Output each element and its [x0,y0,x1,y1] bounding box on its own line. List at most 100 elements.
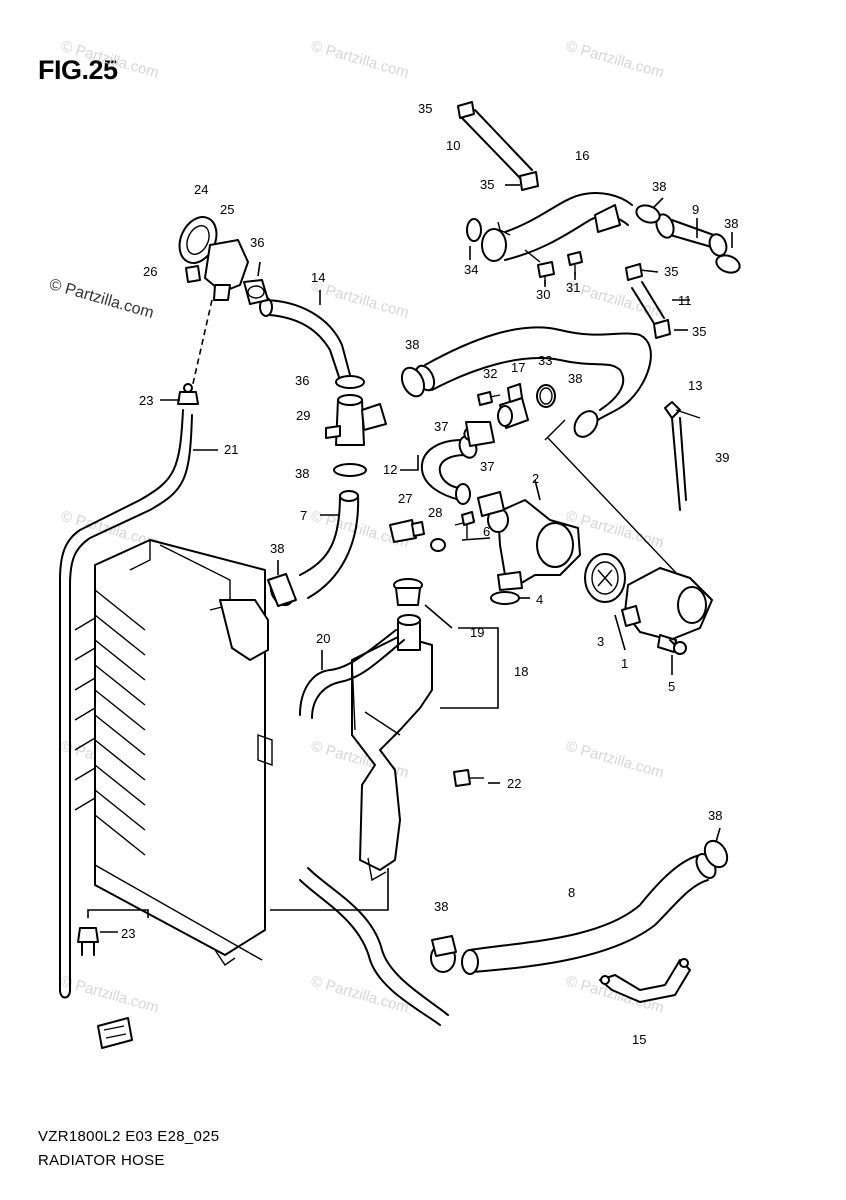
callout-9: 9 [692,202,699,217]
pipe-16 [481,192,633,263]
clip-35-lower [653,319,671,339]
hose-12 [420,439,463,501]
callout-27: 27 [398,491,412,506]
callout-26: 26 [143,264,157,279]
hose-9 [635,204,741,274]
callout-4: 4 [536,592,543,607]
callout-14: 14 [311,270,325,285]
clamp-36 [243,279,269,305]
callout-8: 8 [568,885,575,900]
callout-15: 15 [632,1032,646,1047]
overflow-hose [299,879,441,1026]
callout-38-joint: 38 [295,466,309,481]
callout-5: 5 [668,679,675,694]
hose-14 [261,299,351,376]
watermark: © Partzilla.com [564,38,666,82]
callout-12: 12 [383,462,397,477]
hose-11 [631,287,656,326]
model-code: VZR1800L2 E03 E28_025 [38,1128,220,1145]
fitting-17 [497,383,529,429]
callout-32: 32 [483,366,497,381]
callout-11: 11 [678,293,692,308]
leader-lines [87,184,733,933]
callout-39: 39 [715,450,729,465]
filler-neck-25 [185,239,249,301]
callout-24: 24 [194,182,208,197]
callout-38-hose9-right: 38 [724,216,738,231]
watermark: © Partzilla.com [59,973,161,1017]
thermostat-cover-1 [621,567,713,641]
figure-title: FIG.25 [38,55,118,85]
callout-13: 13 [688,378,702,393]
radiator-fins [74,589,146,856]
callout-35-mid: 35 [480,177,494,192]
callout-28: 28 [428,505,442,520]
callout-1: 1 [621,656,628,671]
callout-3: 3 [597,634,604,649]
clip-35-mid [519,171,539,191]
hose-7 [299,494,341,576]
callout-33: 33 [538,353,552,368]
bracket-15 [599,958,691,1003]
callout-labels: 1 2 3 4 5 6 7 8 9 10 11 12 13 14 15 16 1… [121,101,738,1047]
callout-35-lower: 35 [692,324,706,339]
o-ring-34 [466,218,482,242]
callout-38-radiator: 38 [270,541,284,556]
callout-37-mid: 37 [480,459,494,474]
thermostat-3 [584,553,626,603]
bolt-30 [537,261,555,285]
callout-38-right: 38 [568,371,582,386]
bolt-22 [453,769,484,787]
callout-36-top: 36 [250,235,264,250]
hose-20 [299,629,397,716]
bolt-32 [477,391,501,406]
callout-6: 6 [483,524,490,539]
callout-38-hose9-left: 38 [652,179,666,194]
callout-30: 30 [536,287,550,302]
callout-31: 31 [566,280,580,295]
reservoir-cap-19 [393,578,423,606]
hose-10 [461,117,521,179]
callout-38-hose8-right: 38 [708,808,722,823]
callout-35-top: 35 [418,101,432,116]
callout-22: 22 [507,776,521,791]
sensor-27 [389,519,425,543]
cable-tie-39 [664,401,701,511]
thermostat-case-2 [454,491,581,591]
watermark: © Partzilla.com [59,38,161,82]
callout-29: 29 [296,408,310,423]
callout-34: 34 [464,262,478,277]
callout-10: 10 [446,138,460,153]
clip-35-top [457,101,475,119]
callout-2: 2 [532,471,539,486]
callout-25: 25 [220,202,234,217]
callout-21: 21 [224,442,238,457]
callout-19: 19 [470,625,484,640]
callout-18: 18 [514,664,528,679]
callout-38-hose8-left: 38 [434,899,448,914]
section-name: RADIATOR HOSE [38,1152,165,1169]
callout-20: 20 [316,631,330,646]
callout-36-joint: 36 [295,373,309,388]
joint-29 [325,375,387,477]
watermark: © Partzilla.com [564,738,666,782]
front-arrow-icon [97,1017,133,1049]
watermark: © Partzilla.com [309,38,411,82]
callout-16: 16 [575,148,589,163]
reservoir-tank-18 [351,614,433,882]
cap-6 [461,511,475,540]
hose-21 [59,409,184,991]
callout-17: 17 [511,360,525,375]
bolt-31 [567,251,583,275]
o-ring-4 [490,591,520,605]
callout-37-top: 37 [434,419,448,434]
callout-35-right: 35 [664,264,678,279]
clip-35-right [625,263,643,281]
hose-upper [424,326,652,421]
callout-7: 7 [300,508,307,523]
callout-38-upper: 38 [405,337,419,352]
clip-23-bottom [77,927,99,956]
hose-8 [430,839,729,975]
